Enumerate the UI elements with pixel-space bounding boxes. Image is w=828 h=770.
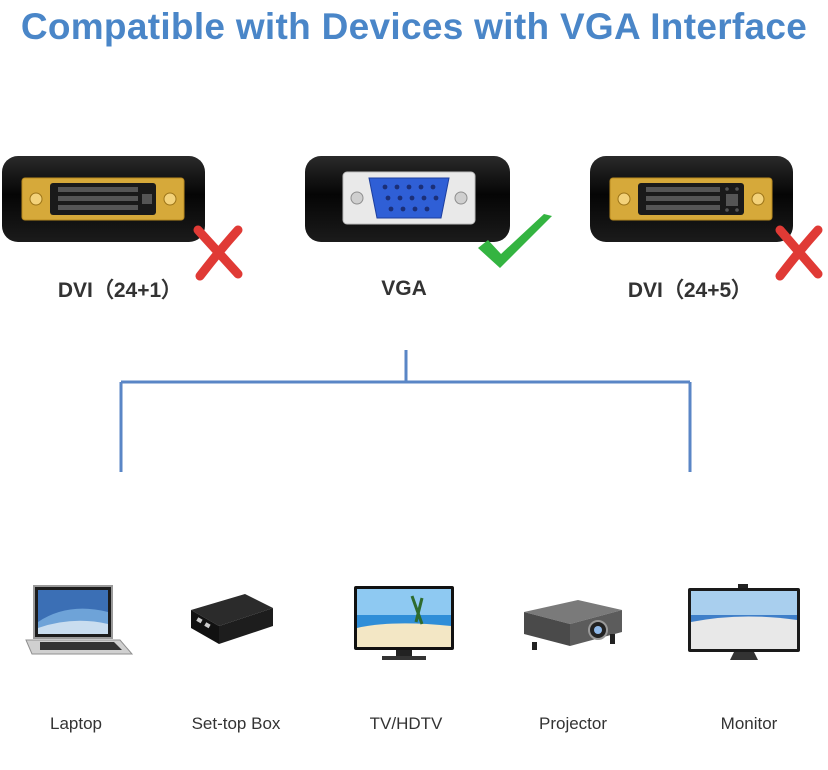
projector-icon (524, 600, 622, 650)
dvi-24-5-label: DVI（24+5） (627, 279, 753, 302)
vga-label: VGA (381, 277, 427, 300)
device-label-tv-hdtv: TV/HDTV (369, 714, 443, 733)
vga-connector (305, 156, 510, 242)
dvi-24-5-connector (590, 156, 793, 242)
dvi-24-1-label: DVI（24+1） (57, 279, 183, 302)
dvi-24-1-connector (2, 156, 205, 242)
dvi-24-5-port-icon (609, 177, 773, 221)
device-label-projector: Projector (538, 714, 608, 733)
dvi-24-1-incompatible-x-icon (193, 225, 243, 281)
tv-hdtv-icon (354, 586, 454, 660)
device-label-set-top-box: Set-top Box (191, 714, 281, 733)
set-top-box-icon (191, 594, 273, 644)
vga-port-icon (342, 171, 476, 225)
monitor-icon (688, 584, 800, 660)
dvi-24-5-incompatible-x-icon (775, 225, 823, 281)
dvi-24-1-port-icon (21, 177, 185, 221)
page-title: Compatible with Devices with VGA Interfa… (20, 6, 808, 47)
laptop-icon (25, 585, 134, 655)
device-label-monitor: Monitor (720, 714, 778, 733)
device-label-laptop: Laptop (50, 714, 102, 733)
vga-compatible-check-icon (478, 214, 552, 268)
